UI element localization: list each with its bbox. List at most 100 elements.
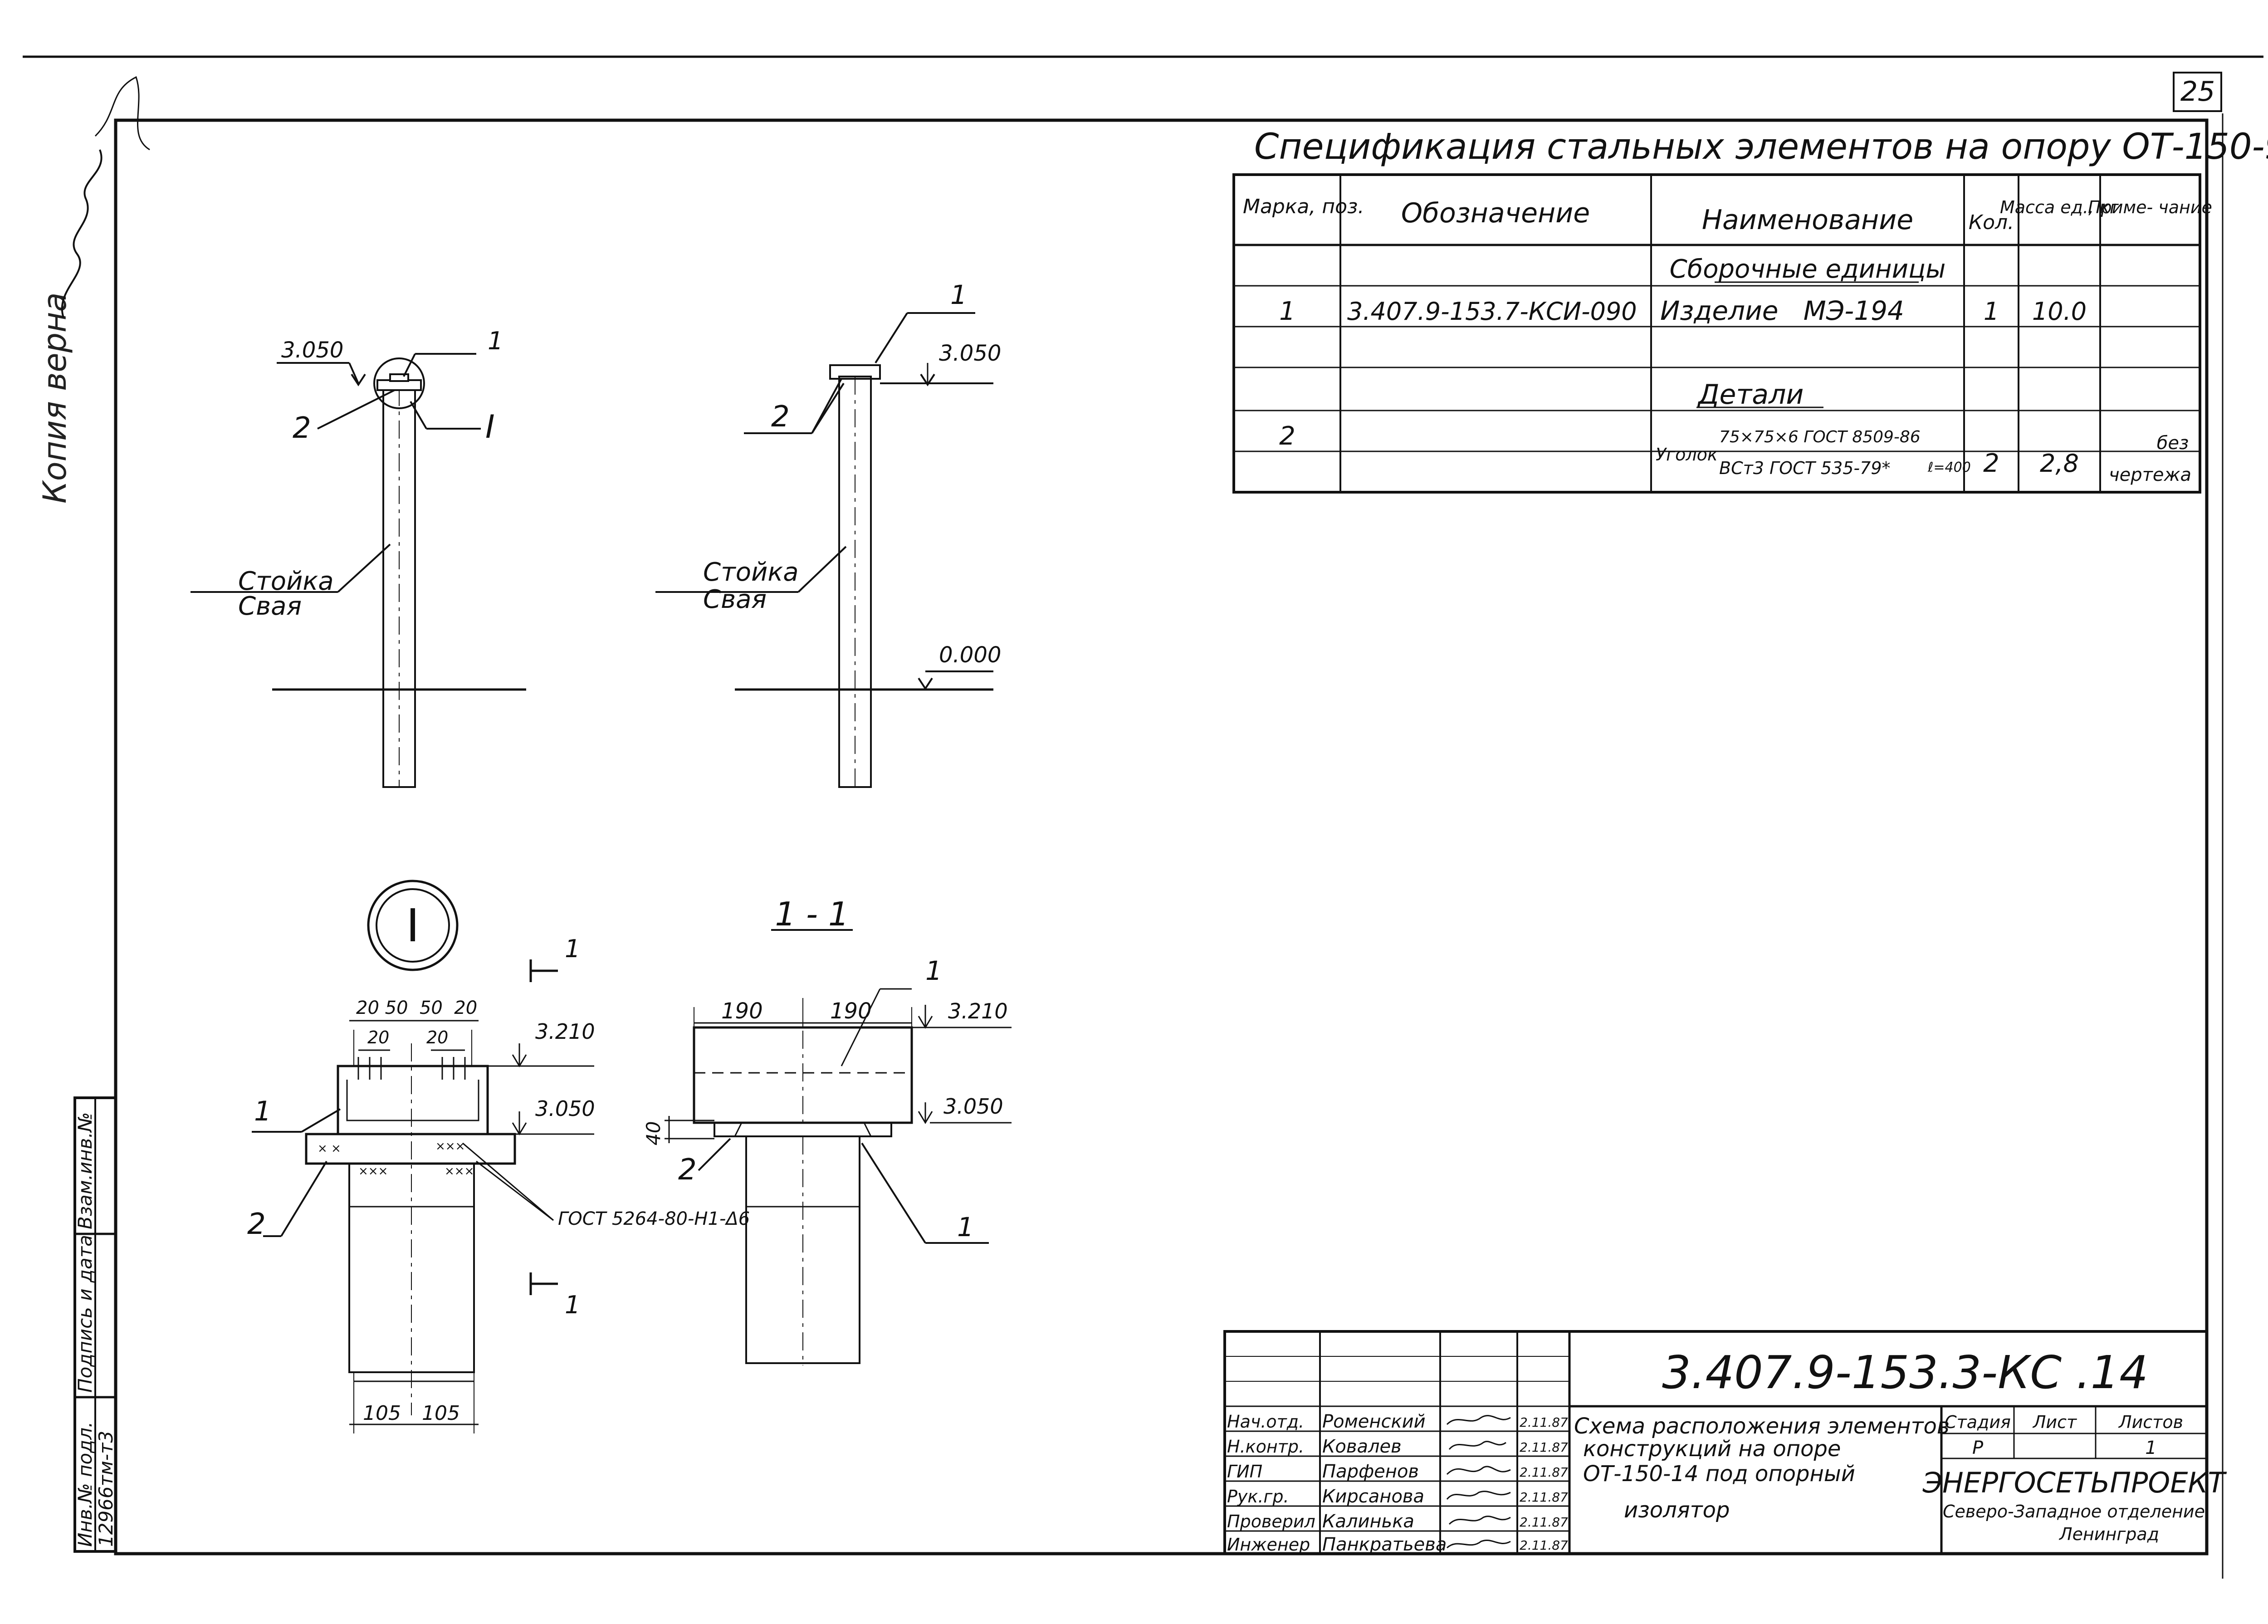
tb-signatures (1446, 1415, 1511, 1549)
detail-I-marker-inner (376, 888, 450, 963)
right-label-svaya: Свая (703, 585, 767, 614)
detail-I-weld-note: ГОСТ 5264-80-Н1-Δ6 (558, 1208, 750, 1229)
tb-signature-5 (1448, 1516, 1511, 1525)
detail-I-dim-20b: 20 (426, 1027, 448, 1047)
inventory-number: 12966тм-т3 (95, 1431, 117, 1547)
spec-header-note: Приме- чание (2088, 197, 2212, 217)
tb-date-2: 2.11.87 (1520, 1440, 1568, 1455)
spec-section-assemblies: Сборочные единицы (1670, 254, 1946, 284)
tb-role-5: Проверил (1227, 1511, 1315, 1531)
tb-role-2: Н.контр. (1227, 1437, 1304, 1457)
left-label-stoika: Стойка (238, 567, 334, 596)
section-lead-2: 2 (678, 1153, 697, 1187)
spec-row-2-qty: 2 (1983, 449, 1999, 478)
detail-I-dims-top: 20 50 50 20 (356, 998, 477, 1018)
tb-name-5: Калинька (1322, 1511, 1414, 1532)
spec-row-2-name-line2: ВСт3 ГОСТ 535-79* (1719, 458, 1891, 478)
weld-mark-4: ××× (445, 1164, 474, 1178)
left-lead-1: 1 (488, 327, 503, 355)
spec-row-2-mark: 2 (1279, 421, 1295, 451)
spec-row-2-note-line1: без (2157, 433, 2189, 454)
drawing-code: 3.407.9-153.3-КС .14 (1662, 1346, 2148, 1399)
weld-mark-2: ××× (358, 1164, 388, 1178)
spec-table (1232, 173, 2201, 494)
tb-signature-2 (1448, 1441, 1506, 1450)
tb-signature-3 (1446, 1466, 1511, 1475)
tb-signature-6 (1447, 1540, 1511, 1549)
spec-row-1: 1 3.407.9-153.7-КСИ-090 Изделие МЭ-194 1… (1279, 295, 2087, 326)
tb-date-3: 2.11.87 (1520, 1465, 1568, 1480)
left-detail-callout-circle (373, 357, 425, 409)
right-cap (829, 364, 881, 380)
spec-row-2-name-prefix: Уголок (1656, 445, 1718, 465)
section-dim-40: 40 (642, 1121, 665, 1145)
tb-desc-line-4: изолятор (1624, 1497, 1730, 1523)
right-ground-level: 0.000 (939, 642, 1001, 668)
spec-row-1-qty: 1 (1984, 297, 1999, 326)
spec-header-designation: Обозначение (1401, 197, 1590, 229)
weld-mark-3: ××× (435, 1140, 465, 1153)
detail-I-dim-105b: 105 (422, 1402, 460, 1425)
left-label-svaya: Свая (238, 592, 302, 621)
spec-header-mass: Масса ед., кг (2000, 197, 2119, 217)
tb-date-1: 2.11.87 (1520, 1415, 1568, 1430)
copy-stamp: Копия верна (36, 76, 150, 504)
right-lead-2: 2 (771, 400, 790, 434)
side-stamp-inv-label: Инв.№ подл. (74, 1422, 96, 1547)
side-stamp (73, 1096, 117, 1553)
section-lead-1-top: 1 (925, 955, 942, 986)
spec-row-1-designation: 3.407.9-153.7-КСИ-090 (1347, 297, 1637, 326)
weld-marks: × × ××× ××× ××× (318, 1140, 474, 1178)
right-level-label: 3.050 (939, 341, 1001, 366)
tb-role-1: Нач.отд. (1227, 1412, 1304, 1432)
tb-org-sub: Северо-Западное отделение (1943, 1502, 2205, 1521)
tb-name-6: Панкратьева (1322, 1534, 1447, 1555)
spec-section-details: Детали (1697, 379, 1804, 411)
detail-I-lead-1: 1 (254, 1096, 271, 1127)
signature-mark (61, 149, 103, 318)
detail-I-level-top: 3.210 (535, 1019, 595, 1044)
left-level-label: 3.050 (281, 338, 343, 363)
spec-row-2-note-line2: чертежа (2109, 465, 2191, 485)
tb-name-2: Ковалев (1322, 1436, 1402, 1457)
sheet-frame (23, 55, 2263, 1579)
detail-I-level-bottom: 3.050 (535, 1096, 595, 1121)
spec-row-1-name: Изделие МЭ-194 (1660, 295, 1904, 326)
detail-I-section-mark-top: 1 (565, 934, 580, 963)
tb-name-1: Роменский (1322, 1411, 1426, 1432)
tb-desc-line-2: конструкций на опоре (1583, 1436, 1841, 1462)
tb-date-5: 2.11.87 (1520, 1515, 1568, 1530)
tb-signature-4 (1446, 1491, 1511, 1500)
tb-name-4: Кирсанова (1322, 1486, 1424, 1507)
signature-mark-2 (94, 76, 150, 151)
right-label-stoika: Стойка (703, 558, 799, 587)
copy-note: Копия верна (36, 292, 73, 504)
tb-stage-label: Стадия (1945, 1412, 2011, 1432)
spec-header-qty: Кол. (1969, 211, 2014, 234)
tb-sheets-label: Листов (2118, 1412, 2183, 1432)
left-elevation (191, 353, 526, 788)
section-level-top: 3.210 (948, 999, 1008, 1023)
section-lead-1-bottom: 1 (957, 1212, 974, 1242)
tb-date-4: 2.11.87 (1520, 1490, 1568, 1505)
left-lead-2: 2 (293, 411, 311, 445)
title-block (1223, 1330, 2208, 1555)
tb-role-3: ГИП (1227, 1462, 1262, 1482)
detail-I-lead-2: 2 (247, 1208, 266, 1241)
tb-role-4: Рук.гр. (1227, 1487, 1289, 1507)
detail-I-section-mark-bottom: 1 (565, 1291, 580, 1319)
detail-I (252, 880, 594, 1433)
tb-desc-line-3: ОТ-150-14 под опорный (1583, 1461, 1855, 1487)
tb-name-3: Парфенов (1322, 1461, 1419, 1482)
tb-signature-1 (1446, 1415, 1511, 1425)
section-dim-190b: 190 (830, 998, 872, 1024)
side-stamp-sign-label: Подпись и дата (74, 1235, 96, 1393)
tb-sheet-label: Лист (2032, 1412, 2077, 1432)
spec-header: Марка, поз. Обозначение Наименование Кол… (1243, 195, 2212, 236)
tb-date-6: 2.11.87 (1520, 1538, 1568, 1553)
spec-row-2-name-line1: 75×75×6 ГОСТ 8509-86 (1719, 428, 1921, 446)
tb-sheets-value: 1 (2145, 1438, 2156, 1458)
page-number: 25 (2180, 76, 2215, 108)
spec-header-mark: Марка, поз. (1243, 195, 1364, 218)
spec-row-2: 2 Уголок 75×75×6 ГОСТ 8509-86 ВСт3 ГОСТ … (1279, 421, 2191, 485)
